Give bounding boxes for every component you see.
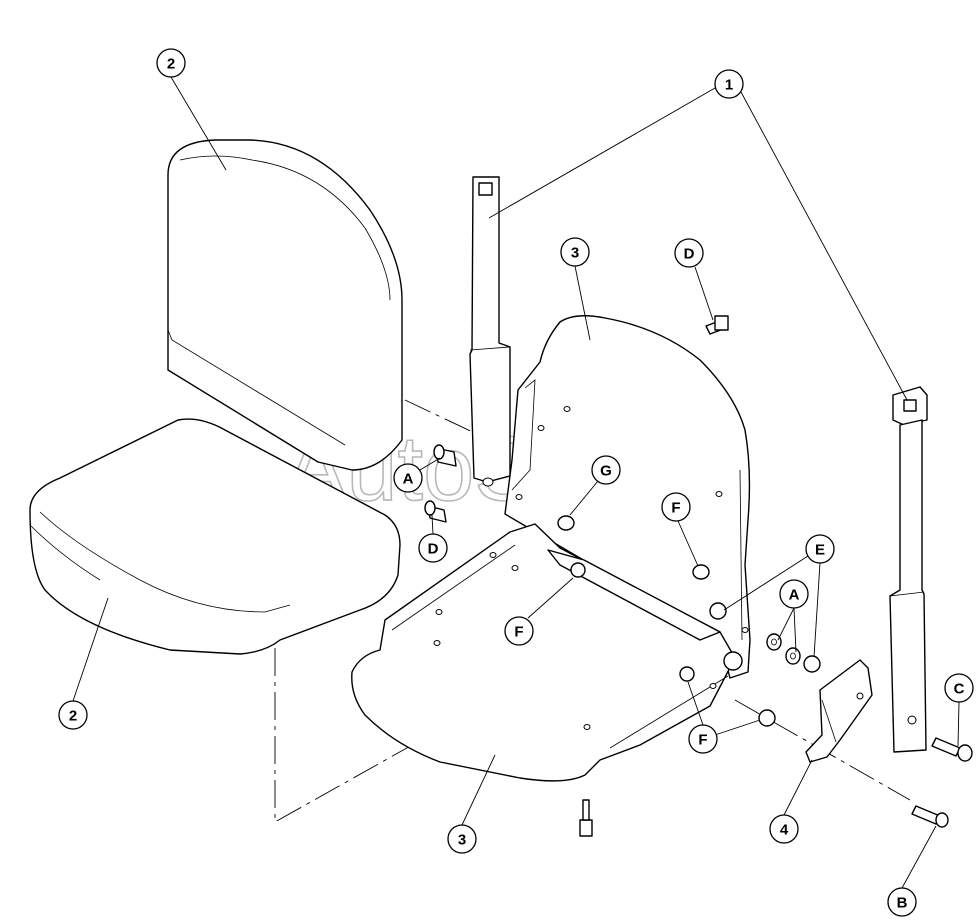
callout-cA2: A (779, 579, 809, 609)
callout-circle (661, 492, 691, 522)
leader-lines (72, 76, 960, 889)
fasteners (424, 315, 973, 837)
part-callouts: 1 2 2 3 3 4 A A B C D D E F F F G (58, 48, 974, 917)
callout-cC: C (944, 673, 974, 703)
callout-cD2: D (418, 533, 448, 563)
callout-label: 3 (571, 245, 579, 262)
callout-label: 4 (780, 822, 789, 839)
callout-cF2: F (504, 616, 534, 646)
callout-label: D (684, 246, 695, 263)
callout-c3b: 3 (447, 824, 477, 854)
callout-label: A (789, 587, 800, 604)
callout-cA1: A (393, 463, 423, 493)
callout-circle (447, 824, 477, 854)
callout-c3a: 3 (560, 237, 590, 267)
callout-label: B (897, 895, 908, 912)
callout-c2b: 2 (58, 700, 88, 730)
callout-label: 2 (167, 56, 175, 73)
callout-label: F (671, 500, 680, 517)
callout-cB: B (887, 887, 917, 917)
seat-base-panel (351, 523, 736, 782)
panel-holes (433, 406, 749, 730)
callout-circle (887, 887, 917, 917)
callout-circle (944, 673, 974, 703)
callout-c4: 4 (769, 814, 799, 844)
callout-label: G (600, 463, 612, 480)
callout-circle (156, 48, 186, 78)
callout-label: D (428, 541, 439, 558)
callout-label: 3 (458, 832, 466, 849)
callout-label: C (954, 681, 965, 698)
callout-c1: 1 (714, 69, 744, 99)
callout-cE: E (805, 534, 835, 564)
callout-label: F (698, 732, 707, 749)
callout-circle (591, 455, 621, 485)
callout-cF1: F (661, 492, 691, 522)
callout-circle (418, 533, 448, 563)
callout-label: 1 (725, 77, 733, 94)
callout-cD1: D (674, 238, 704, 268)
callout-circle (504, 616, 534, 646)
callout-label: E (815, 542, 825, 559)
seat-cushion (29, 418, 401, 655)
callout-c2a: 2 (156, 48, 186, 78)
mounting-strap-left (469, 176, 511, 483)
callout-label: A (403, 471, 414, 488)
mounting-strap-right (889, 386, 928, 753)
callout-circle (393, 463, 423, 493)
callout-circle (560, 237, 590, 267)
callout-circle (674, 238, 704, 268)
callout-cG: G (591, 455, 621, 485)
callout-circle (714, 69, 744, 99)
callout-circle (688, 724, 718, 754)
callout-label: 2 (69, 708, 77, 725)
backrest-cushion (167, 139, 403, 471)
callout-label: F (514, 624, 523, 641)
callout-circle (58, 700, 88, 730)
callout-circle (805, 534, 835, 564)
callout-cF3: F (688, 724, 718, 754)
callout-circle (779, 579, 809, 609)
hinge-bracket (805, 659, 873, 763)
callout-circle (769, 814, 799, 844)
